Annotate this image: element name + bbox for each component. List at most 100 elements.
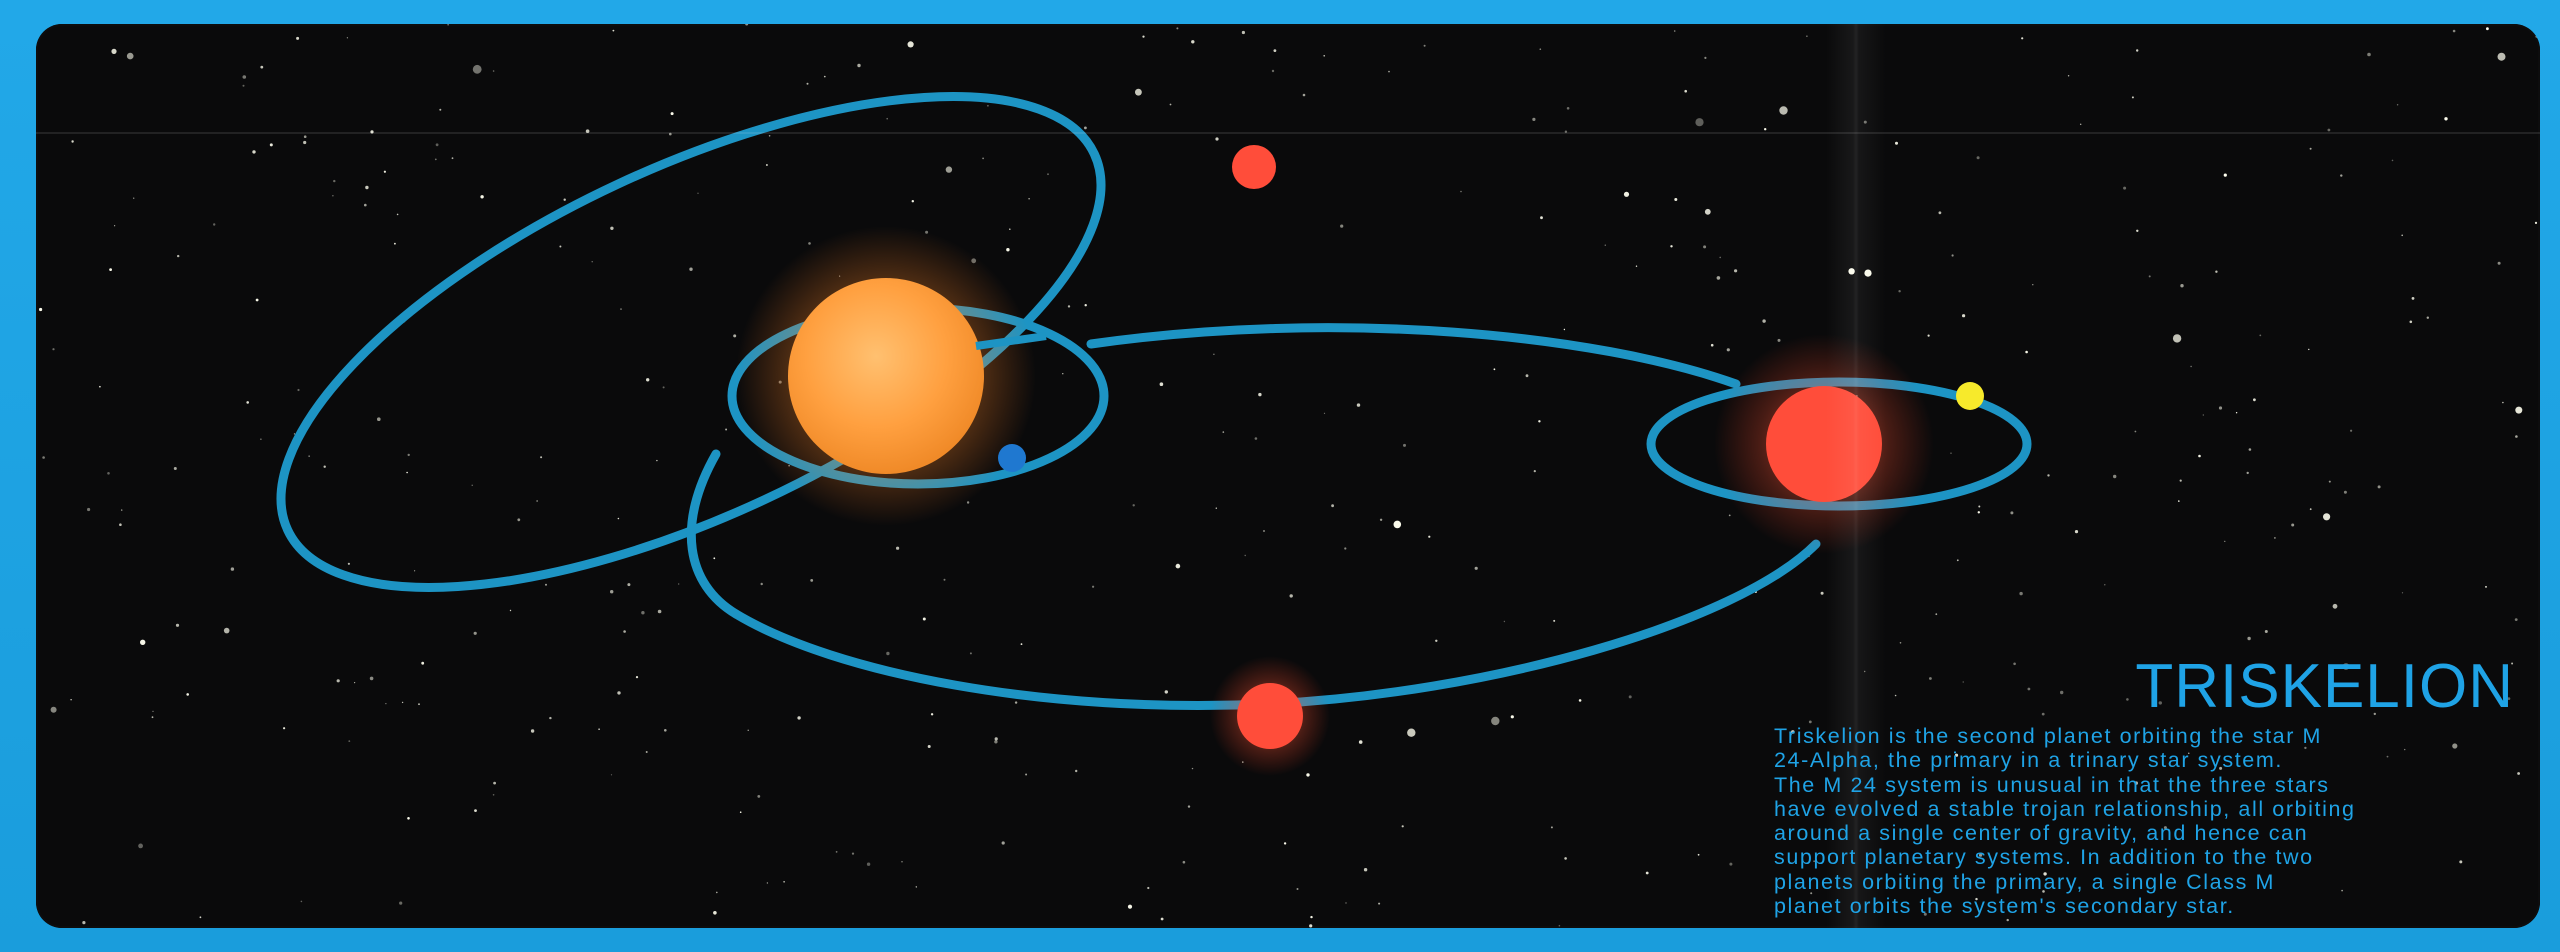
- star-dot: [613, 30, 615, 32]
- star-dot: [377, 417, 381, 421]
- star-dot: [767, 882, 768, 883]
- star-dot: [1324, 413, 1325, 414]
- star-dot: [2180, 480, 2182, 482]
- star-dot: [140, 640, 145, 645]
- star-dot: [177, 255, 179, 257]
- star-dot: [114, 225, 115, 226]
- trojan-orbit-upper: [1091, 328, 1736, 384]
- star-dot: [1290, 594, 1293, 597]
- star-dot: [384, 171, 386, 173]
- star-dot: [414, 570, 415, 571]
- star-dot: [42, 456, 45, 459]
- star-dot: [2498, 262, 2501, 265]
- star-dot: [1323, 55, 1325, 57]
- star-dot: [1092, 586, 1094, 588]
- star-dot: [757, 795, 760, 798]
- star-dot: [231, 567, 234, 570]
- star-dot: [1711, 344, 1714, 347]
- star-dot: [697, 193, 698, 194]
- star-dot: [931, 713, 933, 715]
- star-dot: [1952, 254, 1954, 256]
- star-dot: [2075, 530, 2078, 533]
- trojan-orbit-left: [691, 454, 736, 614]
- star-dot: [663, 386, 665, 388]
- star-dot: [324, 466, 326, 468]
- star-dot: [473, 65, 482, 74]
- star-dot: [646, 378, 649, 381]
- star-dot: [1636, 266, 1637, 267]
- star-dot: [923, 618, 926, 621]
- star-dot: [347, 37, 348, 38]
- triskelion-planet: [1956, 382, 1984, 410]
- star-dot: [783, 881, 785, 883]
- star-dot: [1935, 613, 1937, 615]
- star-dot: [296, 37, 299, 40]
- star-dot: [623, 630, 626, 633]
- star-dot: [1407, 729, 1415, 737]
- star-dot: [2123, 187, 2126, 190]
- page-title: TRISKELION: [1774, 656, 2514, 718]
- star-dot: [1962, 314, 1965, 317]
- star-dot: [761, 583, 763, 585]
- star-dot: [127, 53, 134, 60]
- star-dot: [354, 682, 355, 683]
- star-dot: [713, 911, 717, 915]
- star-dot: [1255, 437, 1258, 440]
- star-dot: [1729, 515, 1731, 517]
- description-line: have evolved a stable trojan relationshi…: [1774, 797, 2514, 821]
- star-dot: [1703, 245, 1706, 248]
- star-dot: [2397, 104, 2398, 105]
- star-dot: [748, 730, 749, 731]
- star-dot: [740, 811, 742, 813]
- star-dot: [1176, 564, 1181, 569]
- star-dot: [2007, 919, 2009, 921]
- star-dot: [2136, 230, 2138, 232]
- star-dot: [1170, 104, 1172, 106]
- star-dot: [2410, 321, 2413, 324]
- star-dot: [337, 679, 340, 682]
- star-dot: [364, 204, 367, 207]
- star-dot: [418, 703, 420, 705]
- star-dot: [1340, 225, 1343, 228]
- star-dot: [1526, 374, 1529, 377]
- star-dot: [995, 737, 998, 740]
- star-dot: [304, 135, 307, 138]
- star-dot: [2485, 586, 2487, 588]
- star-dot: [2047, 474, 2049, 476]
- star-dot: [1511, 715, 1514, 718]
- star-dot: [406, 472, 408, 474]
- star-dot: [797, 716, 800, 719]
- star-dot: [1734, 269, 1737, 272]
- star-dot: [716, 892, 718, 894]
- star-dot: [769, 135, 771, 137]
- star-dot: [510, 610, 511, 611]
- star-dot: [70, 699, 71, 700]
- star-dot: [1394, 521, 1402, 529]
- star-dot: [610, 590, 613, 593]
- star-dot: [1284, 842, 1286, 844]
- star-dot: [1564, 329, 1565, 330]
- star-dot: [1331, 504, 1334, 507]
- star-dot: [2247, 637, 2250, 640]
- star-dot: [1359, 740, 1363, 744]
- star-dot: [2249, 448, 2252, 451]
- star-dot: [2392, 160, 2394, 162]
- star-dot: [301, 901, 303, 903]
- star-dot: [2180, 284, 2183, 287]
- star-dot: [1085, 304, 1087, 306]
- star-dot: [1806, 36, 1807, 37]
- star-dot: [1357, 403, 1360, 406]
- star-dot: [916, 886, 917, 887]
- star-dot: [2310, 148, 2312, 150]
- star-dot: [452, 157, 454, 159]
- star-dot: [559, 246, 561, 248]
- star-dot: [2517, 772, 2520, 775]
- star-dot: [745, 24, 748, 26]
- star-dot: [1025, 774, 1027, 776]
- star-dot: [2019, 592, 2022, 595]
- star-dot: [2010, 511, 2013, 514]
- star-dot: [152, 711, 153, 712]
- star-dot: [1674, 198, 1677, 201]
- star-dot: [243, 85, 245, 87]
